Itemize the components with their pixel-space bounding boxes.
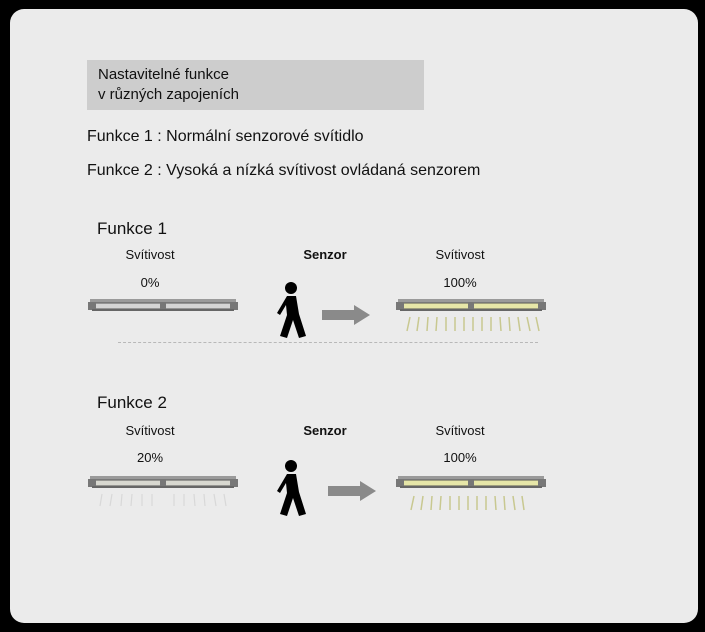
diagram-2-right-value: 100% — [443, 450, 477, 465]
diagram-1-title: Funkce 1 — [97, 219, 167, 238]
diagram-2-left-value: 20% — [136, 450, 164, 465]
section-divider — [118, 342, 538, 343]
diagram-2-sensor-label: Senzor — [303, 423, 347, 438]
diagram-2-left-label: Svítivost — [125, 423, 175, 438]
diagram-2-right-label: Svítivost — [435, 423, 485, 438]
light-fixture-icon — [392, 474, 552, 522]
header-box: Nastavitelné funkce v různých zapojeních — [87, 60, 424, 110]
function-1-description: Funkce 1 : Normální senzorové svítidlo — [87, 128, 364, 145]
light-fixture-icon — [88, 297, 238, 337]
walking-person-icon — [274, 281, 310, 346]
diagram-1-sensor-label: Senzor — [303, 247, 347, 262]
header-line-2: v různých zapojeních — [98, 86, 239, 103]
light-fixture-icon — [88, 474, 238, 518]
diagram-1-right-label: Svítivost — [435, 247, 485, 262]
walking-person-icon — [274, 459, 310, 524]
arrow-right-icon — [328, 481, 378, 506]
diagram-1-left-value: 0% — [140, 275, 160, 290]
diagram-2-title: Funkce 2 — [97, 393, 167, 412]
light-fixture-icon — [392, 297, 552, 345]
diagram-1-left-label: Svítivost — [125, 247, 175, 262]
function-2-description: Funkce 2 : Vysoká a nízká svítivost ovlá… — [87, 162, 481, 179]
header-line-1: Nastavitelné funkce — [98, 66, 229, 83]
diagram-1-right-value: 100% — [443, 275, 477, 290]
arrow-right-icon — [322, 305, 372, 330]
content-panel: Nastavitelné funkce v různých zapojeních… — [10, 9, 698, 623]
